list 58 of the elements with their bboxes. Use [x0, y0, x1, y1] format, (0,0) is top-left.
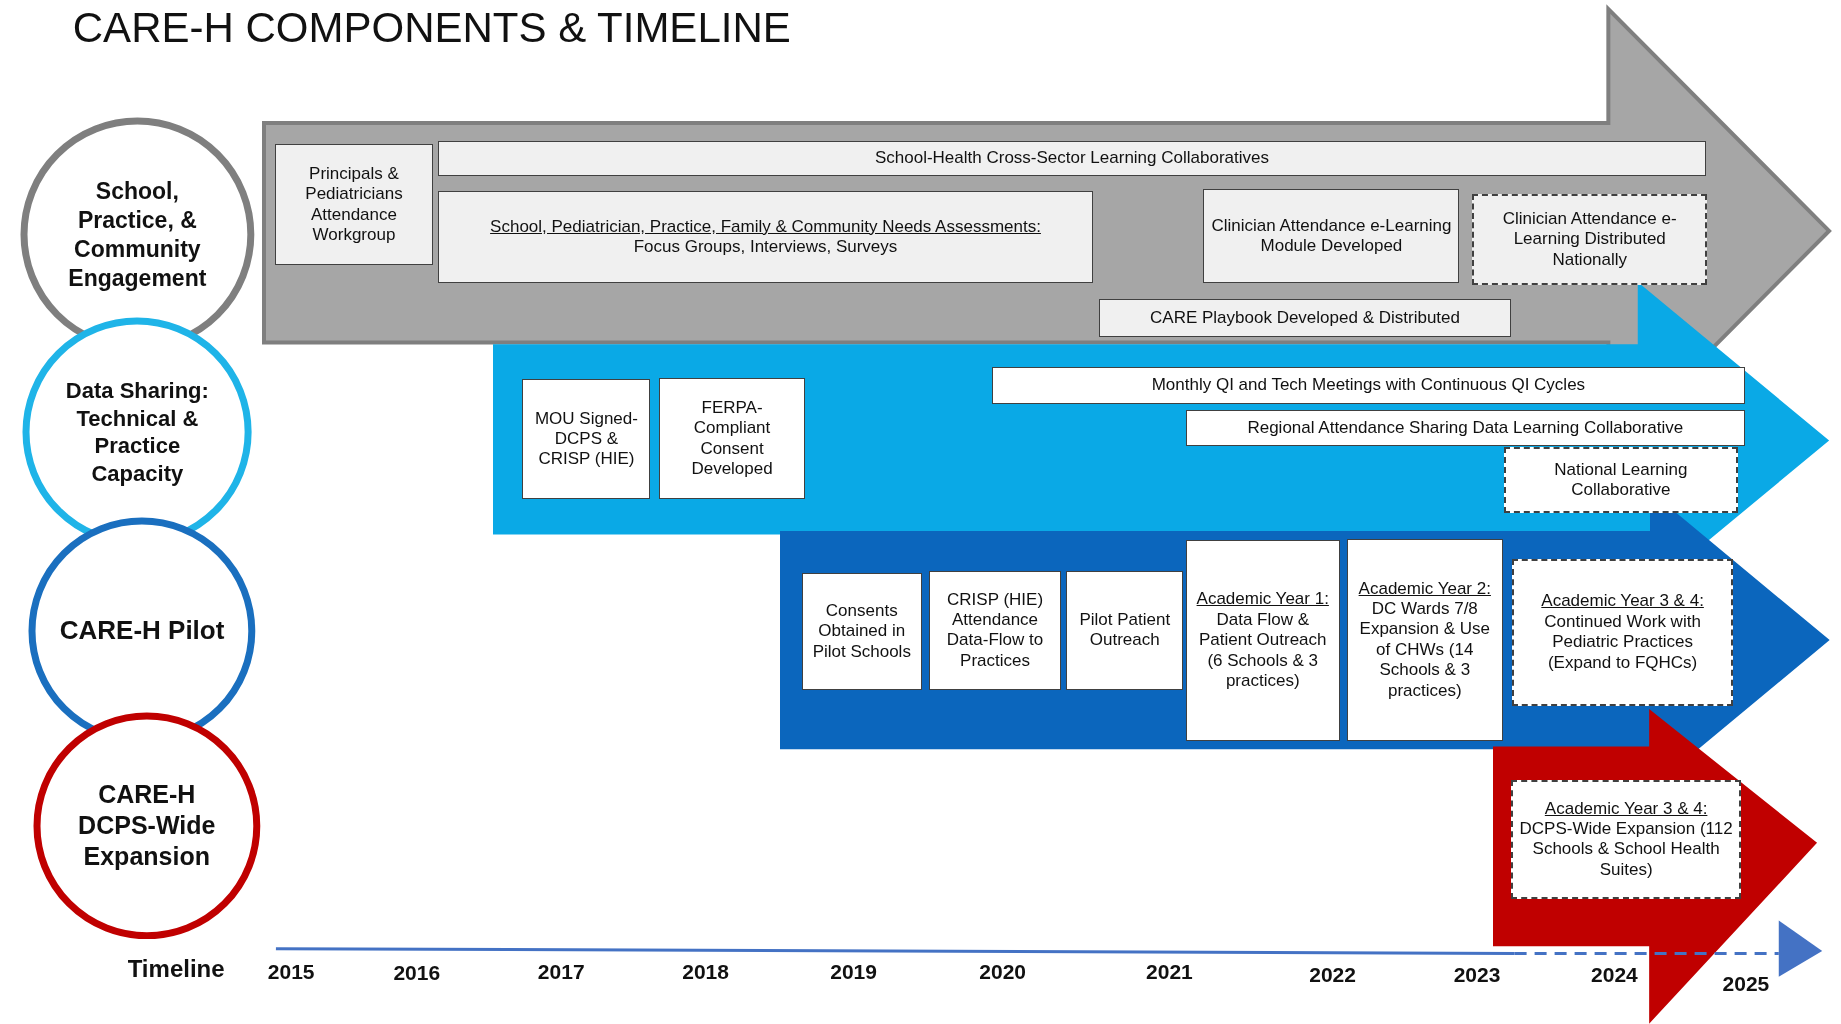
milestone-box — [801, 572, 922, 691]
milestone-text: Clinician Attendance e-Learning Distributed Nationally — [1501, 208, 1678, 271]
milestone-text: CRISP (HIE) Attendance Data-Flow to Practices — [945, 589, 1045, 672]
year-label: 2019 — [830, 960, 877, 985]
year-label: 2025 — [1722, 971, 1770, 996]
component-label: Data Sharing: Technical & Practice Capacity — [64, 377, 210, 488]
milestone-box — [658, 378, 806, 499]
year-label: 2020 — [979, 960, 1027, 985]
milestone-box — [928, 570, 1062, 691]
year-label: 2017 — [537, 960, 585, 985]
milestone-text: FERPA-Compliant Consent Developed — [690, 397, 774, 480]
milestone-box — [437, 191, 1094, 283]
milestone-text: CARE Playbook Developed & Distributed — [1150, 307, 1460, 329]
timeline-label: Timeline — [127, 954, 225, 983]
milestone-text: Focus Groups, Interviews, Surveys — [633, 237, 898, 258]
milestone-heading: Academic Year 2: — [1358, 578, 1491, 600]
year-label: 2024 — [1591, 962, 1638, 987]
milestone-text: DCPS-Wide Expansion (112 Schools & School Health Suites) — [1518, 819, 1734, 881]
milestone-box — [1511, 779, 1742, 900]
milestone-heading: School, Pediatrician, Practice, Family & Community Needs Assessments: — [490, 216, 1041, 238]
diagram-title: CARE-H COMPONENTS & TIMELINE — [72, 4, 791, 52]
milestone-box — [1203, 189, 1460, 283]
milestone-heading: Academic Year 1: — [1196, 589, 1329, 610]
milestone-text: MOU Signed-DCPS & CRISP (HIE) — [533, 408, 639, 470]
year-label: 2022 — [1309, 962, 1356, 987]
component-label: CARE-H DCPS-Wide Expansion — [77, 778, 217, 872]
milestone-heading: Academic Year 3 & 4: — [1544, 798, 1708, 820]
milestone-text: Clinician Attendance e-Learning Module Developed — [1210, 215, 1453, 257]
year-label: 2023 — [1453, 962, 1501, 987]
milestone-text: Consents Obtained in Pilot Schools — [811, 601, 912, 663]
milestone-box — [1098, 299, 1512, 337]
year-label: 2015 — [267, 960, 315, 985]
milestone-text: Principals & Pediatricians Attendance Workgroup — [304, 164, 404, 246]
milestone-text: National Learning Collaborative — [1553, 459, 1689, 501]
milestone-text: Pilot Patient Outreach — [1078, 610, 1172, 651]
year-label: 2021 — [1146, 960, 1193, 985]
milestone-box — [1504, 447, 1738, 514]
milestone-box — [1512, 558, 1733, 706]
year-label: 2016 — [393, 961, 441, 986]
milestone-box — [274, 144, 434, 266]
milestone-box — [437, 140, 1706, 177]
milestone-box — [1472, 193, 1708, 286]
milestone-box — [1346, 538, 1503, 741]
milestone-text: DC Wards 7/8 Expansion & Use of CHWs (14 Schools & 3 practices) — [1358, 599, 1491, 702]
component-label: School, Practice, & Community Engagement — [67, 177, 208, 293]
milestone-box — [1185, 540, 1340, 741]
milestone-text: Monthly QI and Tech Meetings with Continuous QI Cycles — [1151, 375, 1586, 396]
milestone-text: Data Flow & Patient Outreach (6 Schools & 3 practices) — [1197, 609, 1328, 692]
milestone-text: Continued Work with Pediatric Practices (Expand to FQHCs) — [1543, 611, 1702, 673]
milestone-box — [992, 367, 1745, 404]
component-label: CARE-H Pilot — [59, 614, 225, 647]
milestone-box — [522, 379, 651, 499]
year-label: 2018 — [682, 960, 729, 985]
milestone-text: School-Health Cross-Sector Learning Collaboratives — [874, 148, 1269, 169]
milestone-box — [1066, 570, 1184, 691]
milestone-heading: Academic Year 3 & 4: — [1541, 591, 1704, 612]
milestone-box — [1185, 409, 1745, 447]
milestone-text: Regional Attendance Sharing Data Learning Collaborative — [1247, 417, 1684, 439]
